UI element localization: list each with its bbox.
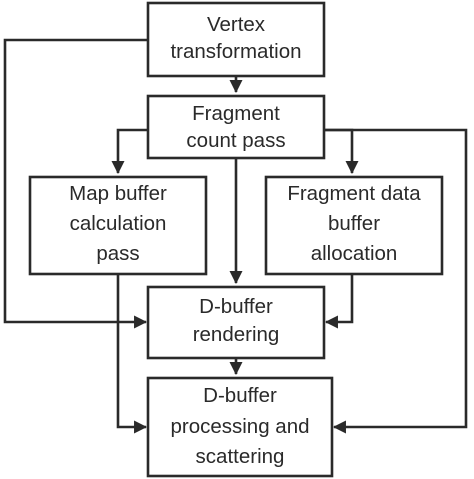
node-fragment-count-pass: Fragment count pass — [146, 94, 326, 160]
node-vertex-transformation: Vertex transformation — [146, 1, 326, 78]
node-label-line: Fragment data — [287, 182, 421, 205]
edge-fragment-count-to-dbuffer-processing — [324, 128, 468, 434]
node-box — [264, 175, 444, 276]
node-label-line: transformation — [170, 40, 301, 63]
node-label-line: Map buffer — [69, 182, 167, 205]
node-label-line: buffer — [328, 212, 380, 235]
edges — [3, 38, 468, 434]
node-box — [146, 94, 326, 160]
node-map-buffer-calculation-pass: Map buffer calculation pass — [28, 175, 208, 276]
node-label-line: pass — [96, 242, 139, 265]
node-box — [28, 175, 208, 276]
node-label-line: Fragment — [192, 102, 280, 125]
node-label-line: count pass — [186, 129, 285, 152]
edge-fragment-count-to-fragment-data-buffer — [324, 128, 359, 175]
node-fragment-data-buffer-allocation: Fragment data buffer allocation — [264, 175, 444, 276]
node-box — [146, 376, 334, 478]
edge-fragment-data-buffer-to-dbuffer-rendering — [324, 274, 354, 329]
node-dbuffer-processing-and-scattering: D-buffer processing and scattering — [146, 376, 334, 478]
node-label-line: scattering — [196, 445, 285, 468]
node-label-line: Vertex — [207, 13, 266, 36]
edge-map-buffer-to-dbuffer-processing — [116, 274, 148, 434]
node-box — [146, 1, 326, 78]
node-label-line: rendering — [193, 323, 280, 346]
node-label-line: calculation — [70, 212, 167, 235]
edge-fragment-count-to-map-buffer — [111, 128, 148, 175]
node-label-line: processing and — [170, 415, 309, 438]
node-label-line: D-buffer — [199, 295, 273, 318]
node-box — [146, 285, 326, 360]
node-label-line: allocation — [311, 242, 398, 265]
node-label-line: D-buffer — [203, 384, 277, 407]
node-dbuffer-rendering: D-buffer rendering — [146, 285, 326, 360]
edge-vertex-to-dbuffer-rendering — [3, 38, 148, 329]
